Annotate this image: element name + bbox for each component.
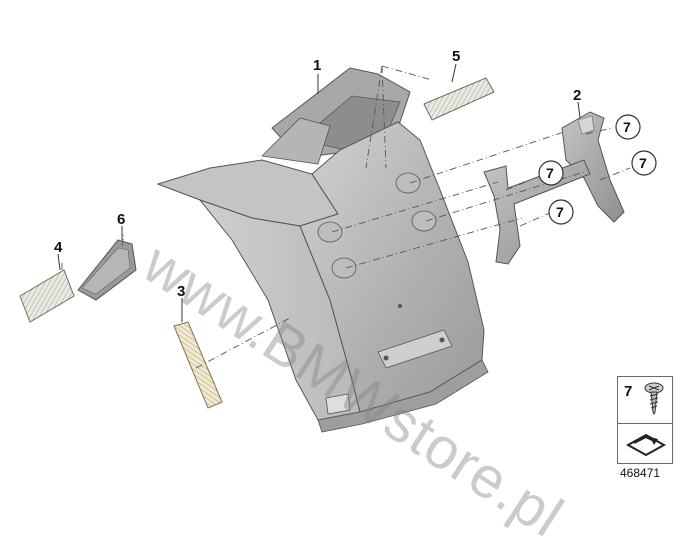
reflector-part-4 (19, 269, 75, 323)
legend-divider (618, 423, 672, 424)
callout-1: 1 (313, 57, 321, 74)
bracket-lower (483, 159, 591, 265)
circled-callout-7b-text: 7 (546, 165, 554, 181)
self-tapping-screw-icon (644, 382, 664, 415)
circled-callout-7d: 7 (548, 199, 574, 225)
callout-6: 6 (117, 211, 125, 228)
circled-callout-7d-text: 7 (556, 204, 564, 220)
reflector-part-3 (173, 321, 223, 409)
circled-callout-7c: 7 (631, 150, 657, 176)
reflector-holder-part-6 (77, 239, 137, 301)
reflector-part-5 (423, 77, 495, 121)
diagram-reference-number: 468471 (620, 466, 661, 480)
circled-callout-7a-text: 7 (623, 119, 631, 135)
callout-5: 5 (452, 48, 460, 65)
assembly-leader-lines (61, 65, 631, 369)
circled-callout-7a: 7 (615, 114, 641, 140)
arrow-plate-icon (625, 433, 667, 457)
parts-diagram: 1 5 2 3 4 6 7 7 7 7 (19, 48, 657, 433)
callout-2: 2 (573, 87, 581, 104)
circled-callout-7c-text: 7 (639, 155, 647, 171)
circled-callout-7b: 7 (538, 160, 564, 186)
parts-legend: 7 (617, 376, 673, 464)
license-plate-holder-housing (156, 67, 489, 433)
callout-3: 3 (177, 283, 185, 300)
legend-part-number: 7 (624, 383, 633, 400)
callout-4: 4 (54, 239, 63, 256)
callout-leaders (57, 63, 581, 322)
